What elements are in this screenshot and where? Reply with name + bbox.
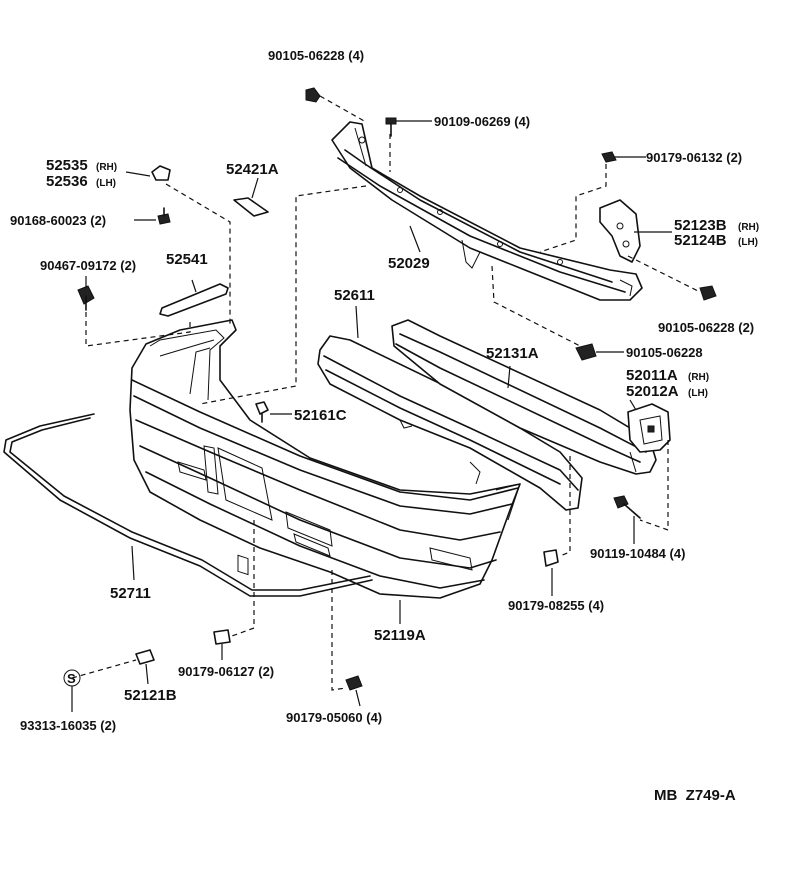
side-bracket-52123B bbox=[599, 199, 641, 263]
label-52011A-rh: (RH) bbox=[688, 372, 709, 383]
label-52029: 52029 bbox=[388, 255, 430, 272]
label-52536-lh: (LH) bbox=[96, 178, 116, 189]
part-labels: 90105-06228 (4) 90109-06269 (4) 90179-06… bbox=[10, 48, 759, 804]
bumper-cover-52119A bbox=[129, 319, 521, 599]
label-90168-60023: 90168-60023 (2) bbox=[10, 213, 106, 228]
label-52012A-lh: (LH) bbox=[688, 388, 708, 399]
label-52124B-lh: (LH) bbox=[738, 237, 758, 248]
pad-52421A bbox=[233, 197, 269, 217]
bumper-molding-52711 bbox=[3, 413, 373, 597]
label-90105-06228-mid: 90105-06228 bbox=[626, 345, 703, 360]
label-52535-rh: (RH) bbox=[96, 162, 117, 173]
label-90109-06269: 90109-06269 (4) bbox=[434, 114, 530, 129]
label-52131A: 52131A bbox=[486, 345, 539, 362]
label-90105-06228-top: 90105-06228 (4) bbox=[268, 48, 364, 63]
energy-absorber-52611 bbox=[317, 335, 583, 511]
label-52124B: 52124B bbox=[674, 232, 727, 249]
label-52123B: 52123B bbox=[674, 217, 727, 234]
label-52119A: 52119A bbox=[374, 627, 426, 644]
label-52161C: 52161C bbox=[294, 407, 347, 424]
strip-52541 bbox=[159, 283, 229, 317]
label-90179-08255: 90179-08255 (4) bbox=[508, 598, 604, 613]
bumper-reinforcement-52131A bbox=[391, 319, 657, 475]
label-52421A: 52421A bbox=[226, 161, 279, 178]
label-52541: 52541 bbox=[166, 251, 208, 268]
label-90179-06132: 90179-06132 (2) bbox=[646, 150, 742, 165]
label-52536: 52536 bbox=[46, 173, 88, 190]
label-52011A: 52011A bbox=[626, 367, 678, 384]
label-52711: 52711 bbox=[110, 585, 151, 602]
leader-lines bbox=[71, 95, 701, 712]
diagram-code: MB Z749-A bbox=[654, 787, 736, 804]
label-90179-05060: 90179-05060 (4) bbox=[286, 710, 382, 725]
label-90119-10484: 90119-10484 (4) bbox=[590, 546, 685, 561]
fastener-icons bbox=[63, 87, 717, 691]
label-52121B: 52121B bbox=[124, 687, 177, 704]
label-52123B-rh: (RH) bbox=[738, 222, 759, 233]
label-90179-06127: 90179-06127 (2) bbox=[178, 664, 274, 679]
label-52611: 52611 bbox=[334, 287, 375, 304]
bumper-support-bracket-52029 bbox=[331, 121, 643, 301]
bumper-arm-bracket-52011A bbox=[627, 403, 671, 453]
label-90105-06228-right: 90105-06228 (2) bbox=[658, 320, 754, 335]
label-52012A: 52012A bbox=[626, 383, 679, 400]
label-90467-09172: 90467-09172 (2) bbox=[40, 258, 136, 273]
label-93313-16035: 93313-16035 (2) bbox=[20, 718, 116, 733]
label-52535: 52535 bbox=[46, 157, 88, 174]
s-mark-letter: S bbox=[67, 671, 76, 686]
